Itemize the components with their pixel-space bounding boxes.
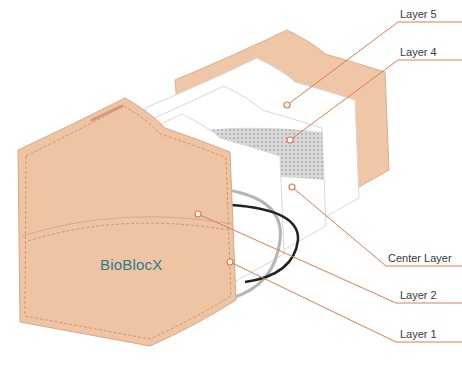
ear-loop-black xyxy=(232,205,298,282)
layer-label: Layer 1 xyxy=(400,328,437,341)
leader-dot xyxy=(287,137,293,143)
leader-line xyxy=(230,262,462,342)
nose-bar xyxy=(92,106,122,120)
brand-logo: BioBlocX xyxy=(100,258,162,271)
layer-label: Center Layer xyxy=(388,252,452,265)
mask-stitching xyxy=(25,106,231,339)
leader-lines xyxy=(198,22,462,342)
leader-line xyxy=(290,60,462,140)
leader-dot xyxy=(284,102,290,108)
layer-label: Layer 5 xyxy=(400,8,437,21)
leader-dot xyxy=(195,211,201,217)
leader-line xyxy=(198,214,462,303)
leader-dot xyxy=(289,184,295,190)
leader-line xyxy=(292,187,462,266)
layer-1-mask xyxy=(18,98,236,346)
leader-dot xyxy=(227,259,233,265)
layer-label: Layer 4 xyxy=(400,46,437,59)
layer-label: Layer 2 xyxy=(400,289,437,302)
fold-stitching xyxy=(28,223,229,241)
leader-line xyxy=(287,22,462,105)
leader-dots xyxy=(195,102,295,265)
